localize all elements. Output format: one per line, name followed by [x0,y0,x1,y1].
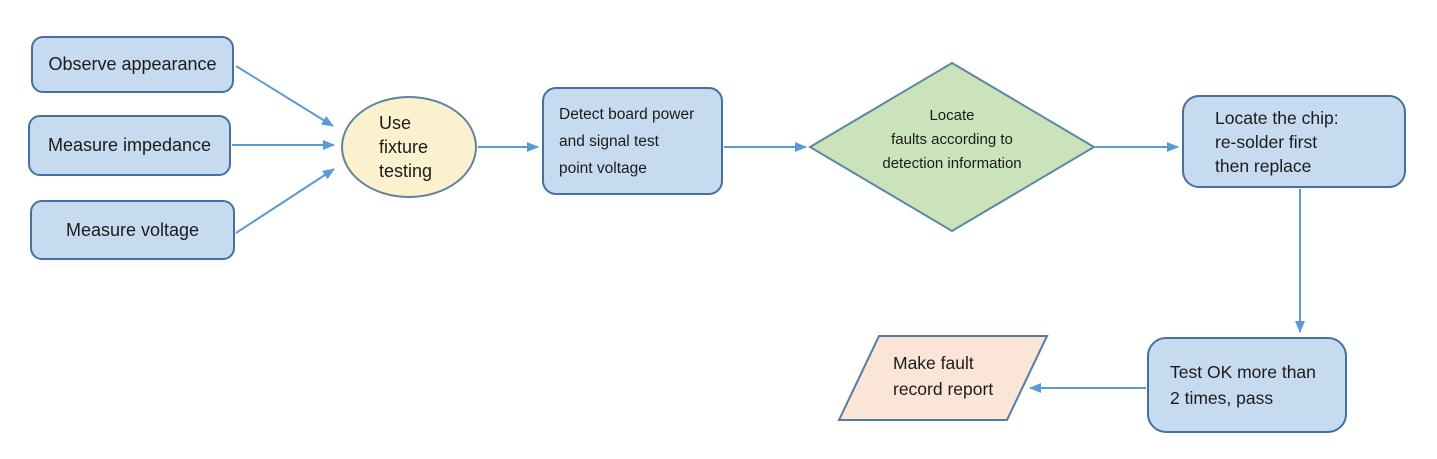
node-measure-impedance: Measure impedance [28,115,231,176]
node-use-fixture-testing: Use fixture testing [341,96,477,198]
node-test-ok-label: Test OK more than 2 times, pass [1170,362,1316,408]
node-locate-faults-label: Locate faults according to detection inf… [882,107,1022,172]
node-measure-impedance-label: Measure impedance [47,135,212,155]
node-locate-chip: Locate the chip: re-solder first then re… [1182,95,1406,188]
node-use-fixture-testing-label: Use fixture testing [379,113,433,181]
node-observe-appearance-label: Observe appearance [48,54,217,74]
node-measure-voltage-label: Measure voltage [65,219,200,240]
io-parallelogram-shape [837,335,1049,421]
node-measure-voltage: Measure voltage [30,200,235,260]
edge-observe-to-fixture [235,65,334,127]
decision-diamond-shape [808,61,1096,233]
edge-voltage-to-fixture [235,168,335,234]
node-detect-board-power-label: Detect board power and signal test point… [559,105,695,177]
node-test-ok: Test OK more than 2 times, pass [1147,337,1347,433]
node-observe-appearance: Observe appearance [31,36,234,93]
node-make-fault-report-label: Make fault record report [893,353,994,399]
node-detect-board-power: Detect board power and signal test point… [542,87,723,195]
node-locate-chip-label: Locate the chip: re-solder first then re… [1215,107,1339,176]
